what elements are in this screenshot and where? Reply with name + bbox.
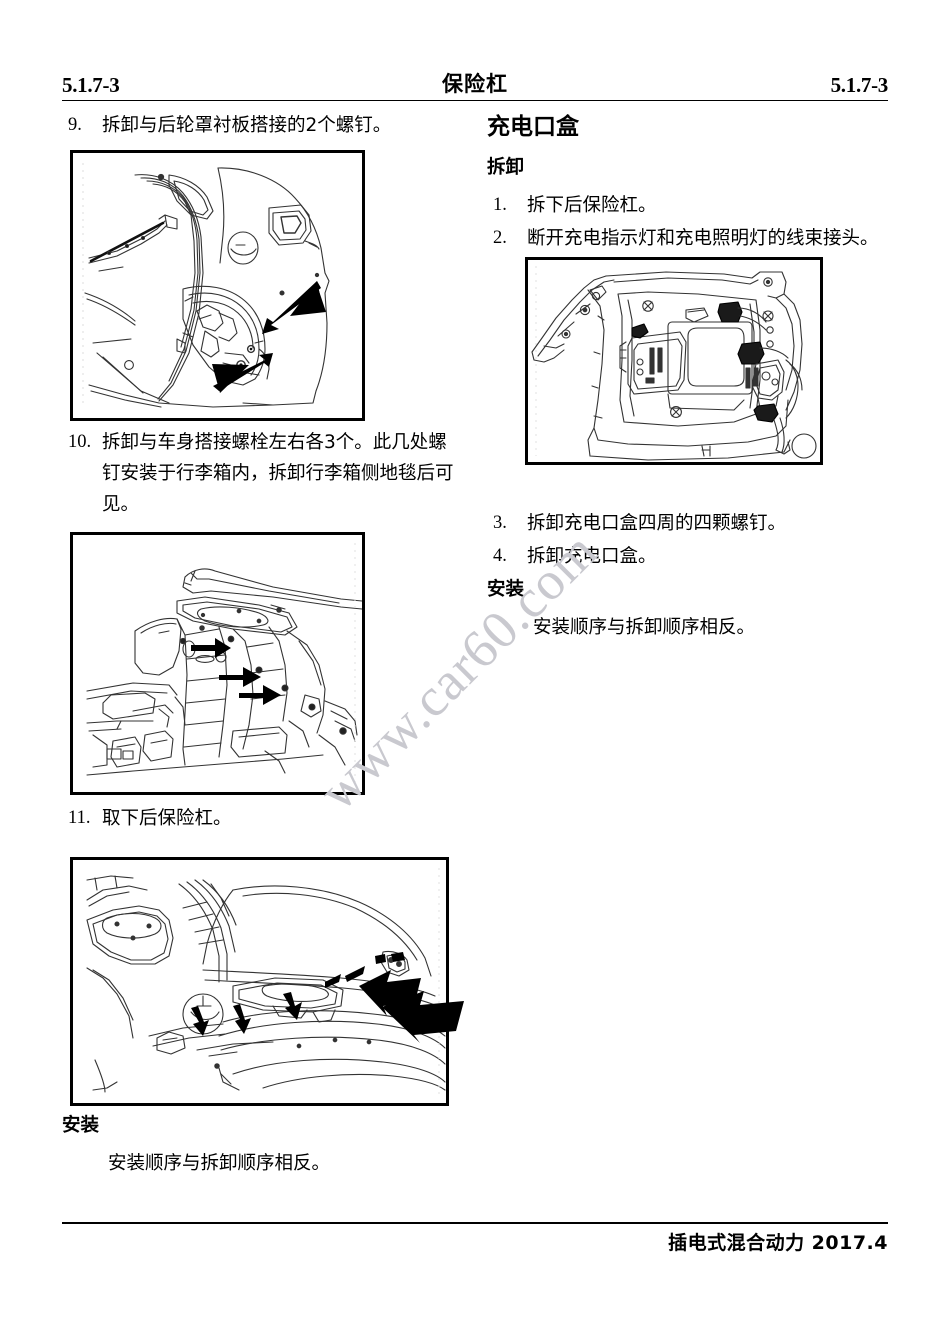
callout-arrow-small-4 (375, 952, 405, 964)
install-text-right: 安装顺序与拆卸顺序相反。 (533, 617, 756, 638)
step-number: 4. (493, 546, 507, 566)
footer-label: 插电式混合动力 2017.4 (668, 1232, 888, 1254)
footer-divider (62, 1222, 888, 1224)
step-number: 3. (493, 513, 507, 533)
step-text: 断开充电指示灯和充电照明灯的线束接头。 (527, 228, 879, 249)
step-item-3: 3. 拆卸充电口盒四周的四颗螺钉。 (487, 508, 888, 539)
callout-arrow-large-pull (359, 970, 421, 1016)
header-section-code-right: 5.1.7-3 (830, 73, 889, 97)
step-item-4: 4. 拆卸充电口盒。 (487, 541, 888, 572)
callout-arrow-small-3 (283, 992, 302, 1020)
step-text: 拆卸与后轮罩衬板搭接的2个螺钉。 (102, 115, 392, 136)
step-item-1: 1. 拆下后保险杠。 (487, 190, 888, 221)
step-item-10: 10. 拆卸与车身搭接螺栓左右各3个。此几处螺钉安装于行李箱内，拆卸行李箱侧地毯… (62, 427, 462, 520)
figure-2-drawing (86, 543, 362, 785)
step-item-2: 2. 断开充电指示灯和充电照明灯的线束接头。 (487, 223, 888, 254)
figure-trunk-interior-body-bolts (70, 532, 365, 795)
header-section-code-left: 5.1.7-3 (62, 73, 120, 97)
step-number: 1. (493, 195, 507, 215)
callout-arrow-1 (191, 638, 231, 658)
figure-1-drawing (82, 163, 330, 408)
page-header: 5.1.7-3 保险杠 5.1.7-3 (62, 62, 888, 98)
left-column: 9. 拆卸与后轮罩衬板搭接的2个螺钉。 10. 拆卸与车身搭接螺栓左右各3个。此… (62, 110, 462, 1179)
callout-arrow-2 (219, 667, 261, 687)
step-item-11: 11. 取下后保险杠。 (62, 803, 462, 834)
right-column: 充电口盒 拆卸 1. 拆下后保险杠。 2. 断开充电指示灯和充电照明灯的线束接头… (487, 110, 888, 643)
callout-arrow-3 (239, 685, 281, 705)
page-title: 保险杠 (442, 72, 508, 96)
figure-rear-bumper-removal (70, 857, 449, 1106)
figure-rear-wheel-arch-liner-screws (70, 150, 365, 421)
figure-charging-port-box-harness (525, 257, 823, 465)
install-text-left: 安装顺序与拆卸顺序相反。 (108, 1153, 331, 1174)
section-heading-charging-port-box: 充电口盒 (487, 114, 579, 140)
header-divider (62, 100, 888, 101)
step-text: 取下后保险杠。 (102, 808, 232, 829)
step-text: 拆卸充电口盒。 (527, 546, 657, 567)
step-item-9: 9. 拆卸与后轮罩衬板搭接的2个螺钉。 (62, 110, 462, 141)
callout-arrow-small-2 (233, 1004, 251, 1034)
figure-3-drawing (86, 868, 446, 1096)
figure-4-drawing (531, 266, 817, 461)
step-number: 11. (68, 808, 91, 828)
install-heading-right: 安装 (487, 579, 525, 600)
step-text: 拆卸与车身搭接螺栓左右各3个。此几处螺钉安装于行李箱内，拆卸行李箱侧地毯后可见。 (102, 432, 454, 515)
step-text: 拆卸充电口盒四周的四颗螺钉。 (527, 513, 787, 534)
step-number: 10. (68, 432, 92, 452)
step-number: 9. (68, 115, 82, 135)
callout-arrow-small-1 (191, 1006, 209, 1036)
step-number: 2. (493, 228, 507, 248)
step-text: 拆下后保险杠。 (527, 195, 657, 216)
install-heading-left: 安装 (62, 1115, 100, 1136)
removal-heading-right: 拆卸 (487, 157, 525, 178)
